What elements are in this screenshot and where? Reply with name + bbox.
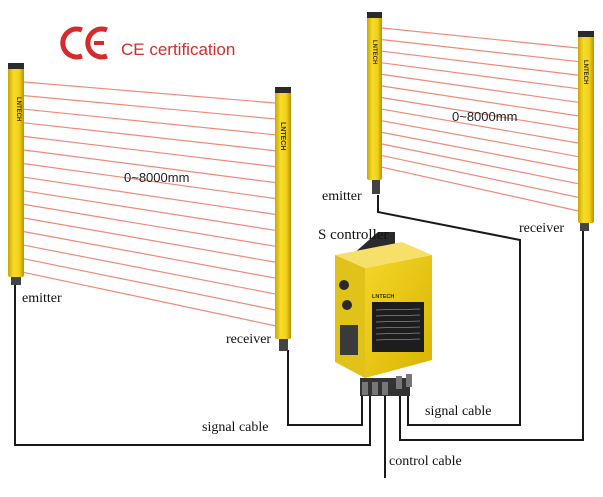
- light-beam: [23, 190, 276, 231]
- cables: [14, 195, 584, 478]
- light-beam: [381, 143, 579, 185]
- light-beam: [23, 163, 276, 200]
- right-receiver-bar: LNTECH: [578, 31, 594, 231]
- right-emitter-cable: [377, 195, 521, 426]
- light-beam: [23, 244, 276, 295]
- light-beam: [381, 73, 579, 103]
- left-emitter-label: emitter: [22, 291, 62, 306]
- light-beam: [23, 203, 276, 247]
- s-controller: LNTECH: [335, 232, 432, 396]
- light-beam: [381, 155, 579, 198]
- light-beam: [23, 95, 276, 120]
- certification-text: CE certification: [121, 40, 235, 59]
- left-emitter-cable: [14, 282, 371, 446]
- svg-text:LNTECH: LNTECH: [582, 60, 588, 84]
- light-beam: [381, 62, 579, 90]
- left-receiver-bar: LNTECH: [275, 87, 291, 351]
- light-beam: [381, 120, 579, 158]
- light-beam: [381, 166, 579, 212]
- light-beam: [23, 135, 276, 168]
- right-emitter-label: emitter: [322, 189, 362, 204]
- right-signal-cable-label: signal cable: [425, 404, 491, 419]
- light-beam: [381, 97, 579, 131]
- light-beam: [381, 50, 579, 76]
- left-signal-cable: [287, 350, 363, 426]
- light-beam: [23, 81, 276, 104]
- light-beam: [23, 176, 276, 215]
- controller-title: S controller: [318, 227, 388, 243]
- light-beam: [23, 231, 276, 279]
- light-beam: [23, 258, 276, 311]
- light-beam: [381, 27, 579, 49]
- left-signal-cable-label: signal cable: [202, 420, 268, 435]
- light-beam: [23, 122, 276, 152]
- controller-brand: LNTECH: [372, 294, 394, 300]
- light-beam: [381, 85, 579, 117]
- light-beam: [23, 271, 276, 327]
- light-beam: [23, 149, 276, 184]
- light-beam: [381, 131, 579, 171]
- light-beam: [23, 108, 276, 136]
- right-signal-cable: [399, 228, 584, 441]
- svg-text:LNTECH: LNTECH: [371, 40, 377, 64]
- control-cable-label: control cable: [389, 454, 462, 469]
- left-range-label: 0~8000mm: [124, 170, 189, 185]
- left-receiver-label: receiver: [226, 332, 271, 347]
- right-light-beams: [381, 27, 579, 212]
- svg-text:LNTECH: LNTECH: [279, 122, 286, 150]
- light-beam: [381, 108, 579, 144]
- light-beam: [381, 39, 579, 63]
- left-light-beams: [23, 81, 276, 327]
- ce-mark-icon: [60, 26, 108, 60]
- light-beam: [23, 217, 276, 263]
- right-range-label: 0~8000mm: [452, 109, 517, 124]
- svg-text:LNTECH: LNTECH: [15, 97, 21, 121]
- right-emitter-bar: LNTECH: [367, 12, 382, 194]
- left-emitter-bar: LNTECH: [8, 63, 24, 285]
- right-receiver-label: receiver: [519, 221, 564, 236]
